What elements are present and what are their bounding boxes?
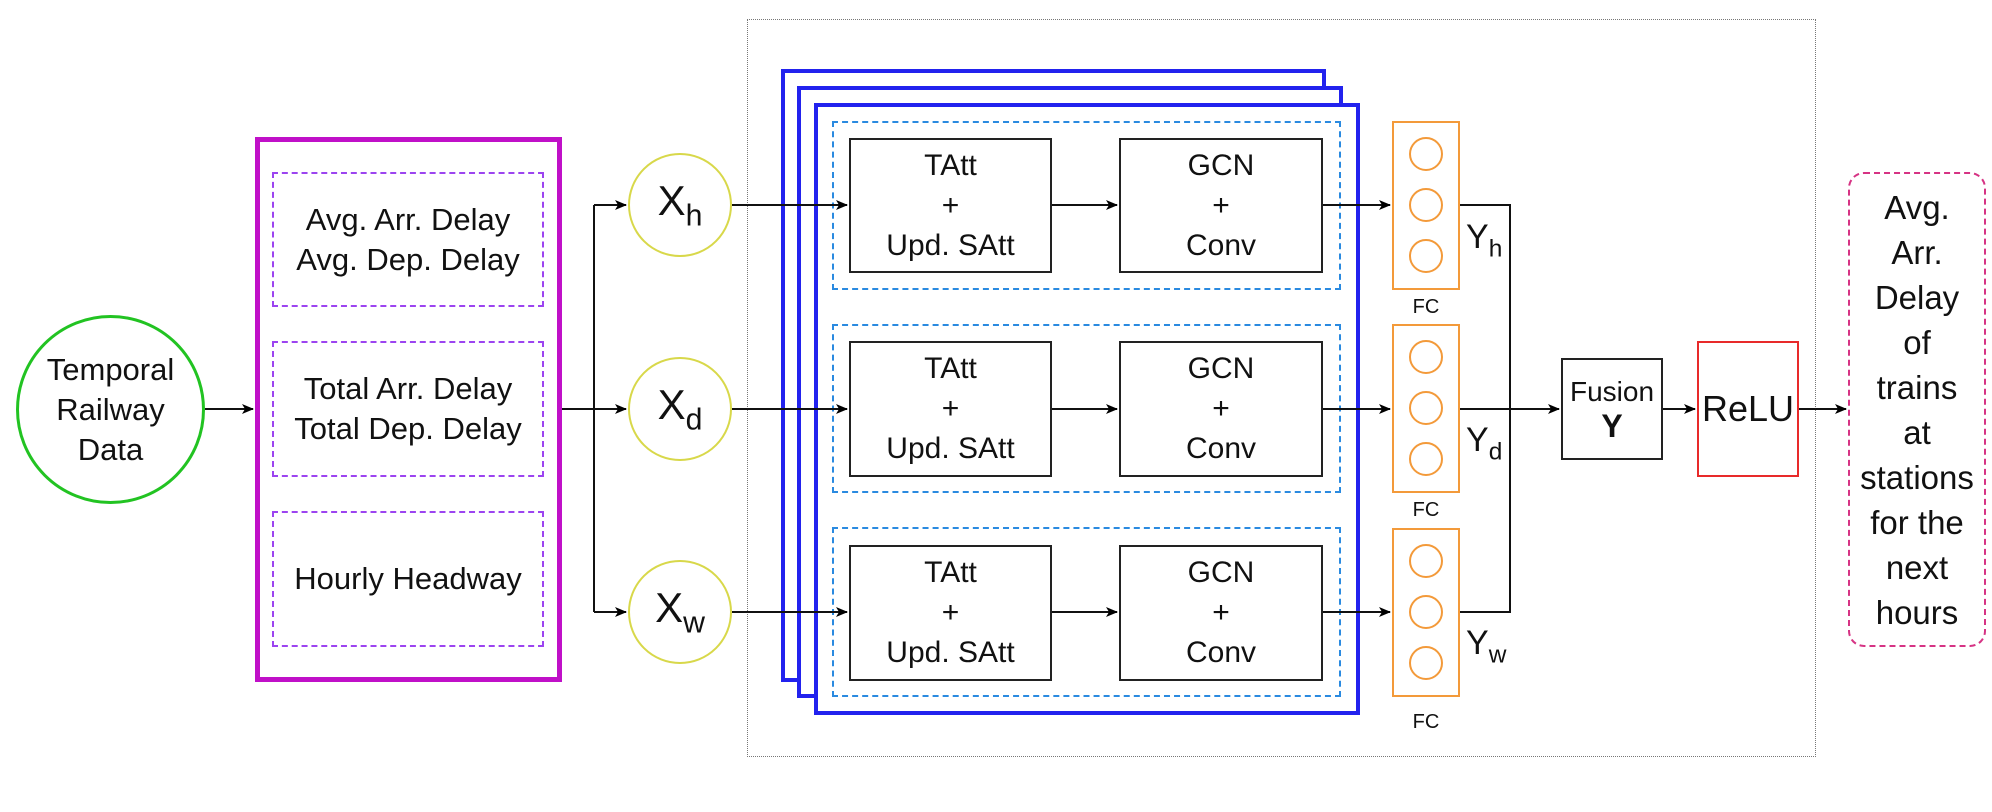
gcn-block-w: GCN+Conv	[1119, 545, 1323, 681]
neuron-icon	[1409, 646, 1443, 680]
neuron-icon	[1409, 340, 1443, 374]
fc-layer-w	[1392, 528, 1460, 697]
source-label-line: Data	[77, 431, 144, 467]
gcn-block-h: GCN+Conv	[1119, 138, 1323, 273]
feature-line: Avg. Arr. Delay	[305, 201, 511, 237]
fusion-block: Fusion Y	[1561, 358, 1663, 460]
fc-label-h: FC	[1412, 295, 1440, 318]
fusion-symbol: Y	[1601, 408, 1623, 444]
gcn-block-d: GCN+Conv	[1119, 341, 1323, 477]
model-region	[747, 19, 1816, 757]
attention-block-h: TAtt+Upd. SAtt	[849, 138, 1052, 273]
fc-label-d: FC	[1412, 498, 1440, 521]
input-label: Xw	[655, 583, 705, 640]
fusion-title: Fusion	[1569, 376, 1655, 407]
output-label-yh: Yh	[1466, 218, 1503, 263]
feature-avg-delay: Avg. Arr. Delay Avg. Dep. Delay	[272, 172, 544, 307]
input-node-xw: Xw	[628, 560, 732, 664]
input-node-xd: Xd	[628, 357, 732, 461]
neuron-icon	[1409, 595, 1443, 629]
source-label-line: Temporal	[46, 351, 175, 387]
feature-hourly-headway: Hourly Headway	[272, 511, 544, 647]
attention-block-d: TAtt+Upd. SAtt	[849, 341, 1052, 477]
feature-line: Total Dep. Delay	[294, 411, 522, 446]
fc-layer-h	[1392, 121, 1460, 290]
input-label: Xd	[657, 380, 703, 437]
relu-label: ReLU	[1701, 388, 1795, 429]
feature-line: Hourly Headway	[294, 561, 522, 596]
neuron-icon	[1409, 188, 1443, 222]
feature-total-delay: Total Arr. Delay Total Dep. Delay	[272, 341, 544, 477]
neuron-icon	[1409, 239, 1443, 273]
feature-line: Total Arr. Delay	[303, 371, 513, 406]
output-label-yd: Yd	[1466, 421, 1503, 466]
fc-label-w: FC	[1412, 710, 1440, 733]
input-node-xh: Xh	[628, 153, 732, 257]
attention-block-w: TAtt+Upd. SAtt	[849, 545, 1052, 681]
output-label-yw: Yw	[1466, 624, 1507, 669]
feature-line: Avg. Dep. Delay	[296, 241, 520, 277]
source-node-temporal-railway-data: Temporal Railway Data	[16, 315, 205, 504]
neuron-icon	[1409, 442, 1443, 476]
fc-layer-d	[1392, 324, 1460, 493]
prediction-output: Avg. Arr. Delay of trains at stations fo…	[1848, 172, 1986, 647]
neuron-icon	[1409, 137, 1443, 171]
relu-block: ReLU	[1697, 341, 1799, 477]
neuron-icon	[1409, 391, 1443, 425]
feature-group	[255, 137, 562, 682]
source-label-line: Railway	[56, 391, 165, 427]
input-label: Xh	[657, 176, 703, 233]
neuron-icon	[1409, 544, 1443, 578]
